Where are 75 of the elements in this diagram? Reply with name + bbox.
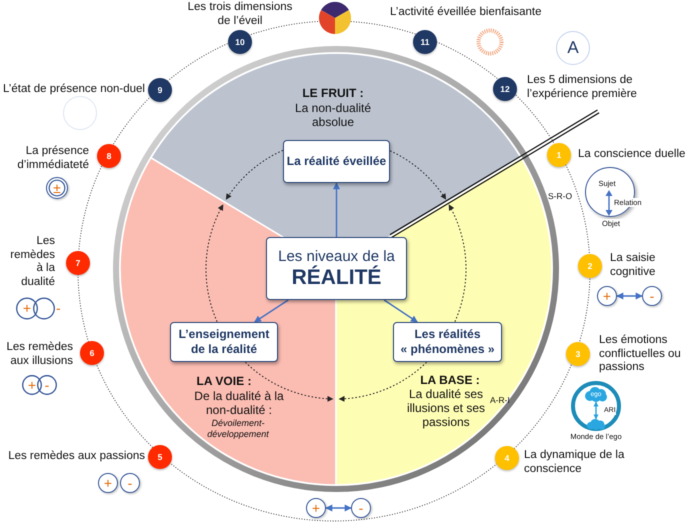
dotted-arrow	[244, 362, 334, 402]
step-caption: Les remèdes aux passions	[7, 450, 145, 464]
sign-symbol: -	[44, 378, 50, 392]
step-number: 12	[500, 84, 510, 94]
step-number: 9	[158, 86, 162, 94]
step-number: 10	[235, 38, 245, 46]
box-label: La réalité éveillée	[286, 154, 386, 169]
sign-circle	[597, 286, 617, 306]
sign-circle	[120, 473, 140, 493]
step-number: 6	[90, 348, 94, 358]
sign-symbol: +	[602, 289, 612, 303]
sector-text: La non-dualité absolue	[294, 101, 372, 129]
step-caption: Les 5 dimensions de l’expérience première	[527, 74, 638, 101]
sector-heading: LE FRUIT :	[301, 86, 365, 100]
step-number: 1	[556, 150, 562, 160]
dotted-arrow	[226, 150, 284, 200]
sign-symbol: -	[358, 501, 364, 515]
double-arrow	[325, 504, 352, 512]
step-caption: Les trois dimensions de l’éveil	[186, 1, 294, 28]
box-label: L’enseignement de la réalité	[178, 327, 270, 357]
arrow	[333, 182, 340, 237]
concept-box	[170, 322, 278, 362]
step-caption: L’activité éveillée bienfaisante	[390, 6, 543, 20]
sector-text: La dualité ses illusions et ses passions	[406, 387, 486, 429]
double-arrow	[616, 292, 643, 300]
concept-box	[393, 322, 502, 362]
sign-symbol: -	[128, 476, 132, 490]
dotted-arrow	[338, 362, 428, 402]
sign-circle	[306, 498, 326, 518]
sign-circle	[98, 473, 118, 493]
step-number: 3	[576, 350, 580, 358]
dotted-arrow	[448, 204, 466, 322]
sign-circle	[351, 498, 371, 518]
step-number: 4	[504, 454, 510, 462]
blank-circle	[63, 96, 97, 130]
sign-symbol: +	[26, 378, 38, 392]
step-number: 5	[158, 452, 162, 462]
step-caption: La dynamique de la conscience	[524, 449, 626, 476]
arrow	[254, 299, 289, 323]
concept-box	[283, 140, 390, 183]
step-number: 7	[76, 258, 80, 268]
sign-symbol: -	[650, 289, 654, 303]
sign-symbol: -	[56, 301, 62, 315]
code-label: S-R-O	[548, 191, 572, 201]
sector-heading: LA BASE :	[419, 373, 481, 387]
code-label: A-R-I	[490, 395, 510, 405]
step-caption: La conscience duelle	[578, 148, 686, 162]
box-label: Les réalités « phénomènes »	[399, 327, 496, 357]
step-caption: Les remèdes aux illusions	[6, 341, 73, 368]
step-number: 11	[420, 38, 430, 46]
title-box	[266, 237, 407, 300]
double-ring	[46, 177, 68, 199]
sign-circle	[642, 286, 662, 306]
step-number: 2	[588, 262, 592, 270]
step-caption: Les remèdes à la dualité	[9, 235, 55, 289]
step-number: 8	[106, 152, 112, 160]
arrow	[384, 299, 418, 323]
sector-text: De la dualité à la non-dualité :	[193, 389, 285, 417]
title-text: Les niveaux de la	[278, 248, 395, 265]
letter-glyph: A	[567, 39, 579, 57]
double-arrow	[594, 402, 598, 420]
sign-symbol: +	[22, 301, 32, 315]
sign-symbol: +	[312, 501, 320, 515]
title-text: RÉALITÉ	[292, 266, 382, 290]
step-caption: L’état de présence non-duel	[2, 83, 145, 96]
step-caption: La présence d’immédiateté	[16, 145, 89, 172]
dotted-arrow	[390, 150, 446, 200]
step-caption: La saisie cognitive	[610, 252, 656, 279]
dotted-arrow	[206, 204, 224, 322]
step-caption: Les émotions conflictuelles ou passions	[599, 334, 682, 374]
sector-heading: LA VOIE :	[196, 374, 252, 388]
letter-circle	[556, 31, 590, 65]
sign-symbol: +	[104, 476, 112, 490]
sign-symbol: ±	[53, 181, 61, 195]
sector-note: Dévoilement-développement	[206, 418, 270, 440]
